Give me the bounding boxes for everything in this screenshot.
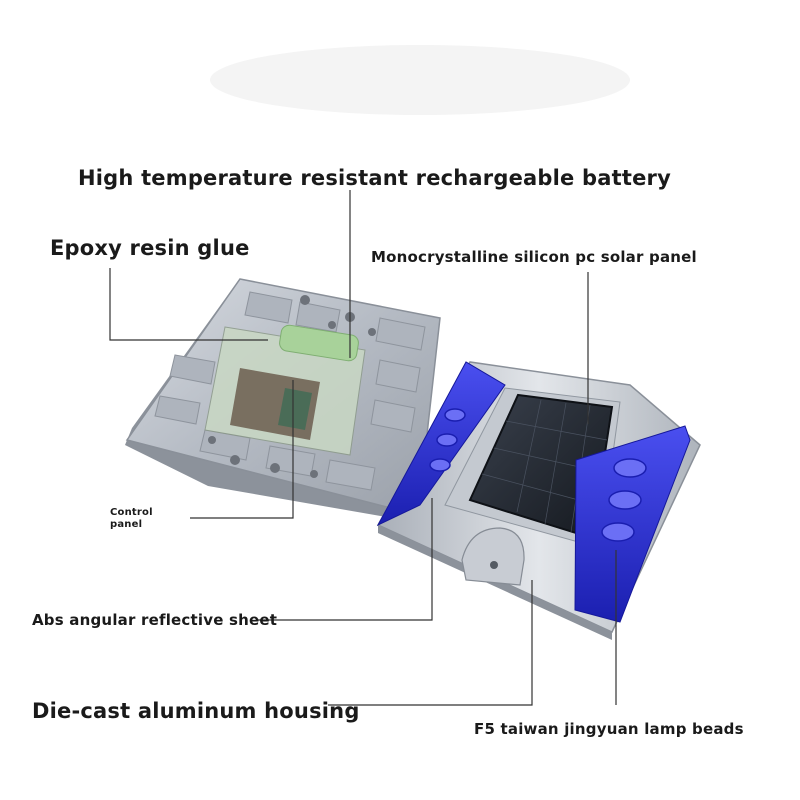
stud-top-view — [376, 361, 701, 640]
control-panel-label: Control panel — [110, 507, 153, 531]
background-shadow — [210, 45, 630, 115]
control-panel-label-line1: Control — [110, 507, 153, 518]
lamp-beads-label: F5 taiwan jingyuan lamp beads — [474, 720, 744, 738]
lamp-bead — [444, 408, 466, 422]
battery-cell — [279, 324, 359, 362]
reflective-sheet-label: Abs angular reflective sheet — [32, 611, 278, 629]
battery-label: High temperature resistant rechargeable … — [78, 166, 671, 190]
housing-label: Die-cast aluminum housing — [32, 699, 360, 723]
stud-bottom-view — [125, 278, 441, 522]
control-panel-label-line2: panel — [110, 519, 143, 530]
epoxy-label: Epoxy resin glue — [50, 236, 250, 260]
lamp-bead — [613, 458, 647, 478]
leader-epoxy — [109, 268, 268, 341]
leader-control — [190, 380, 294, 519]
leader-housing — [328, 580, 533, 706]
lamp-bead — [429, 458, 451, 472]
solar-panel-label: Monocrystalline silicon pc solar panel — [371, 248, 697, 266]
reflector-right — [574, 425, 691, 623]
lamp-bead — [601, 522, 635, 542]
leader-lines — [109, 190, 617, 706]
lamp-bead — [436, 433, 458, 447]
mounting-lug — [461, 527, 525, 586]
lamp-bead — [608, 490, 642, 510]
leader-reflective — [258, 498, 433, 621]
